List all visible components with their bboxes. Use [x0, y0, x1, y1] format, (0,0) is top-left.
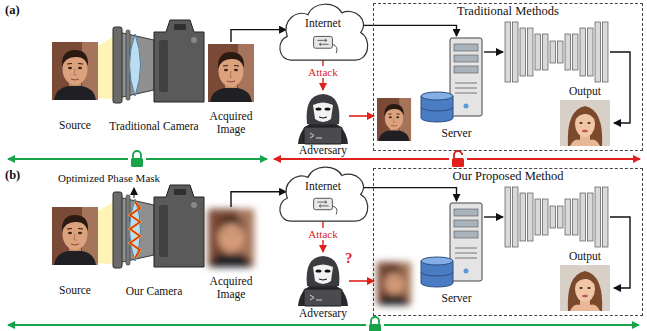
output-image: Output — [556, 250, 614, 313]
server-drawing — [421, 38, 482, 122]
node-label: Traditional Camera — [109, 120, 198, 133]
node-label: Source — [59, 284, 91, 297]
face-image — [208, 44, 254, 102]
cloud-shape — [276, 3, 370, 62]
output-face — [560, 265, 610, 311]
connector — [231, 30, 286, 42]
flow-arrow — [610, 217, 630, 288]
closed-lock — [128, 150, 146, 168]
face-image — [52, 42, 98, 100]
switch-icon — [314, 36, 337, 53]
node-label: Output — [569, 250, 601, 263]
node-label: Adversary — [299, 307, 347, 320]
leak-arrow — [349, 280, 374, 282]
open-lock — [449, 150, 467, 168]
camera: Traditional Camera — [104, 20, 204, 133]
node-label: Source — [59, 119, 91, 132]
output-image: Output — [556, 85, 614, 148]
node-label: Acquired Image — [205, 275, 257, 301]
node-label: Server — [441, 127, 471, 140]
cloud-shape — [276, 166, 370, 223]
callout-label: Optimized Phase Mask — [58, 172, 160, 185]
stolen-blurred-image — [377, 262, 411, 305]
connector — [363, 188, 456, 201]
node-label: Server — [441, 292, 471, 305]
source-image: Source — [48, 205, 102, 297]
leak-arrow — [349, 115, 374, 117]
phase-mask — [130, 202, 140, 258]
method-box: Server Output Traditional Methods — [373, 3, 643, 151]
connector — [363, 25, 456, 36]
network-drawing — [505, 22, 608, 82]
question-mark: ? — [345, 250, 353, 267]
server: Server — [418, 36, 495, 140]
box-heading: Traditional Methods — [457, 5, 559, 18]
edge-label: Attack — [306, 66, 339, 78]
panel-letter: (a) — [5, 3, 20, 17]
cloud-outline — [280, 4, 368, 60]
server-drawing — [421, 203, 482, 287]
camera: Our Camera — [104, 188, 204, 298]
acquired-image: Acquired Image — [205, 207, 257, 301]
stolen-image — [377, 98, 411, 141]
adversary: Adversary — [290, 90, 356, 157]
node-label: Acquired Image — [205, 110, 257, 136]
flow-arrow — [610, 52, 630, 123]
internet-cloud: Internet — [276, 3, 370, 62]
switch-icon — [314, 198, 337, 214]
flow-arrow — [484, 51, 503, 52]
leader-arrow — [134, 188, 135, 198]
secure-span — [8, 324, 639, 326]
node-label: Output — [569, 85, 601, 98]
box-heading: Our Proposed Method — [452, 170, 563, 183]
flow-arrow — [484, 216, 503, 217]
internet-cloud: Internet — [276, 166, 370, 223]
cloud-outline — [280, 167, 368, 221]
output-face — [560, 100, 610, 146]
acquired-image: Acquired Image — [205, 42, 257, 136]
network-drawing — [505, 187, 608, 247]
node-label: Internet — [305, 180, 341, 193]
node-label: Our Camera — [126, 285, 183, 298]
node-label: Adversary — [299, 144, 347, 157]
panel-letter: (b) — [5, 168, 20, 182]
source-image: Source — [48, 40, 102, 132]
node-label: Internet — [305, 17, 341, 30]
edge-label: Attack — [306, 228, 339, 240]
method-box: Server Output Our Proposed Method — [373, 168, 643, 316]
connector — [231, 192, 286, 207]
server: Server — [418, 201, 495, 305]
hacker-icon — [298, 94, 348, 144]
closed-lock — [366, 316, 384, 331]
blurred-image — [208, 209, 254, 267]
face-image — [52, 207, 98, 265]
hacker-icon — [298, 256, 348, 306]
camera-drawing — [113, 185, 204, 268]
camera-drawing — [113, 20, 204, 103]
